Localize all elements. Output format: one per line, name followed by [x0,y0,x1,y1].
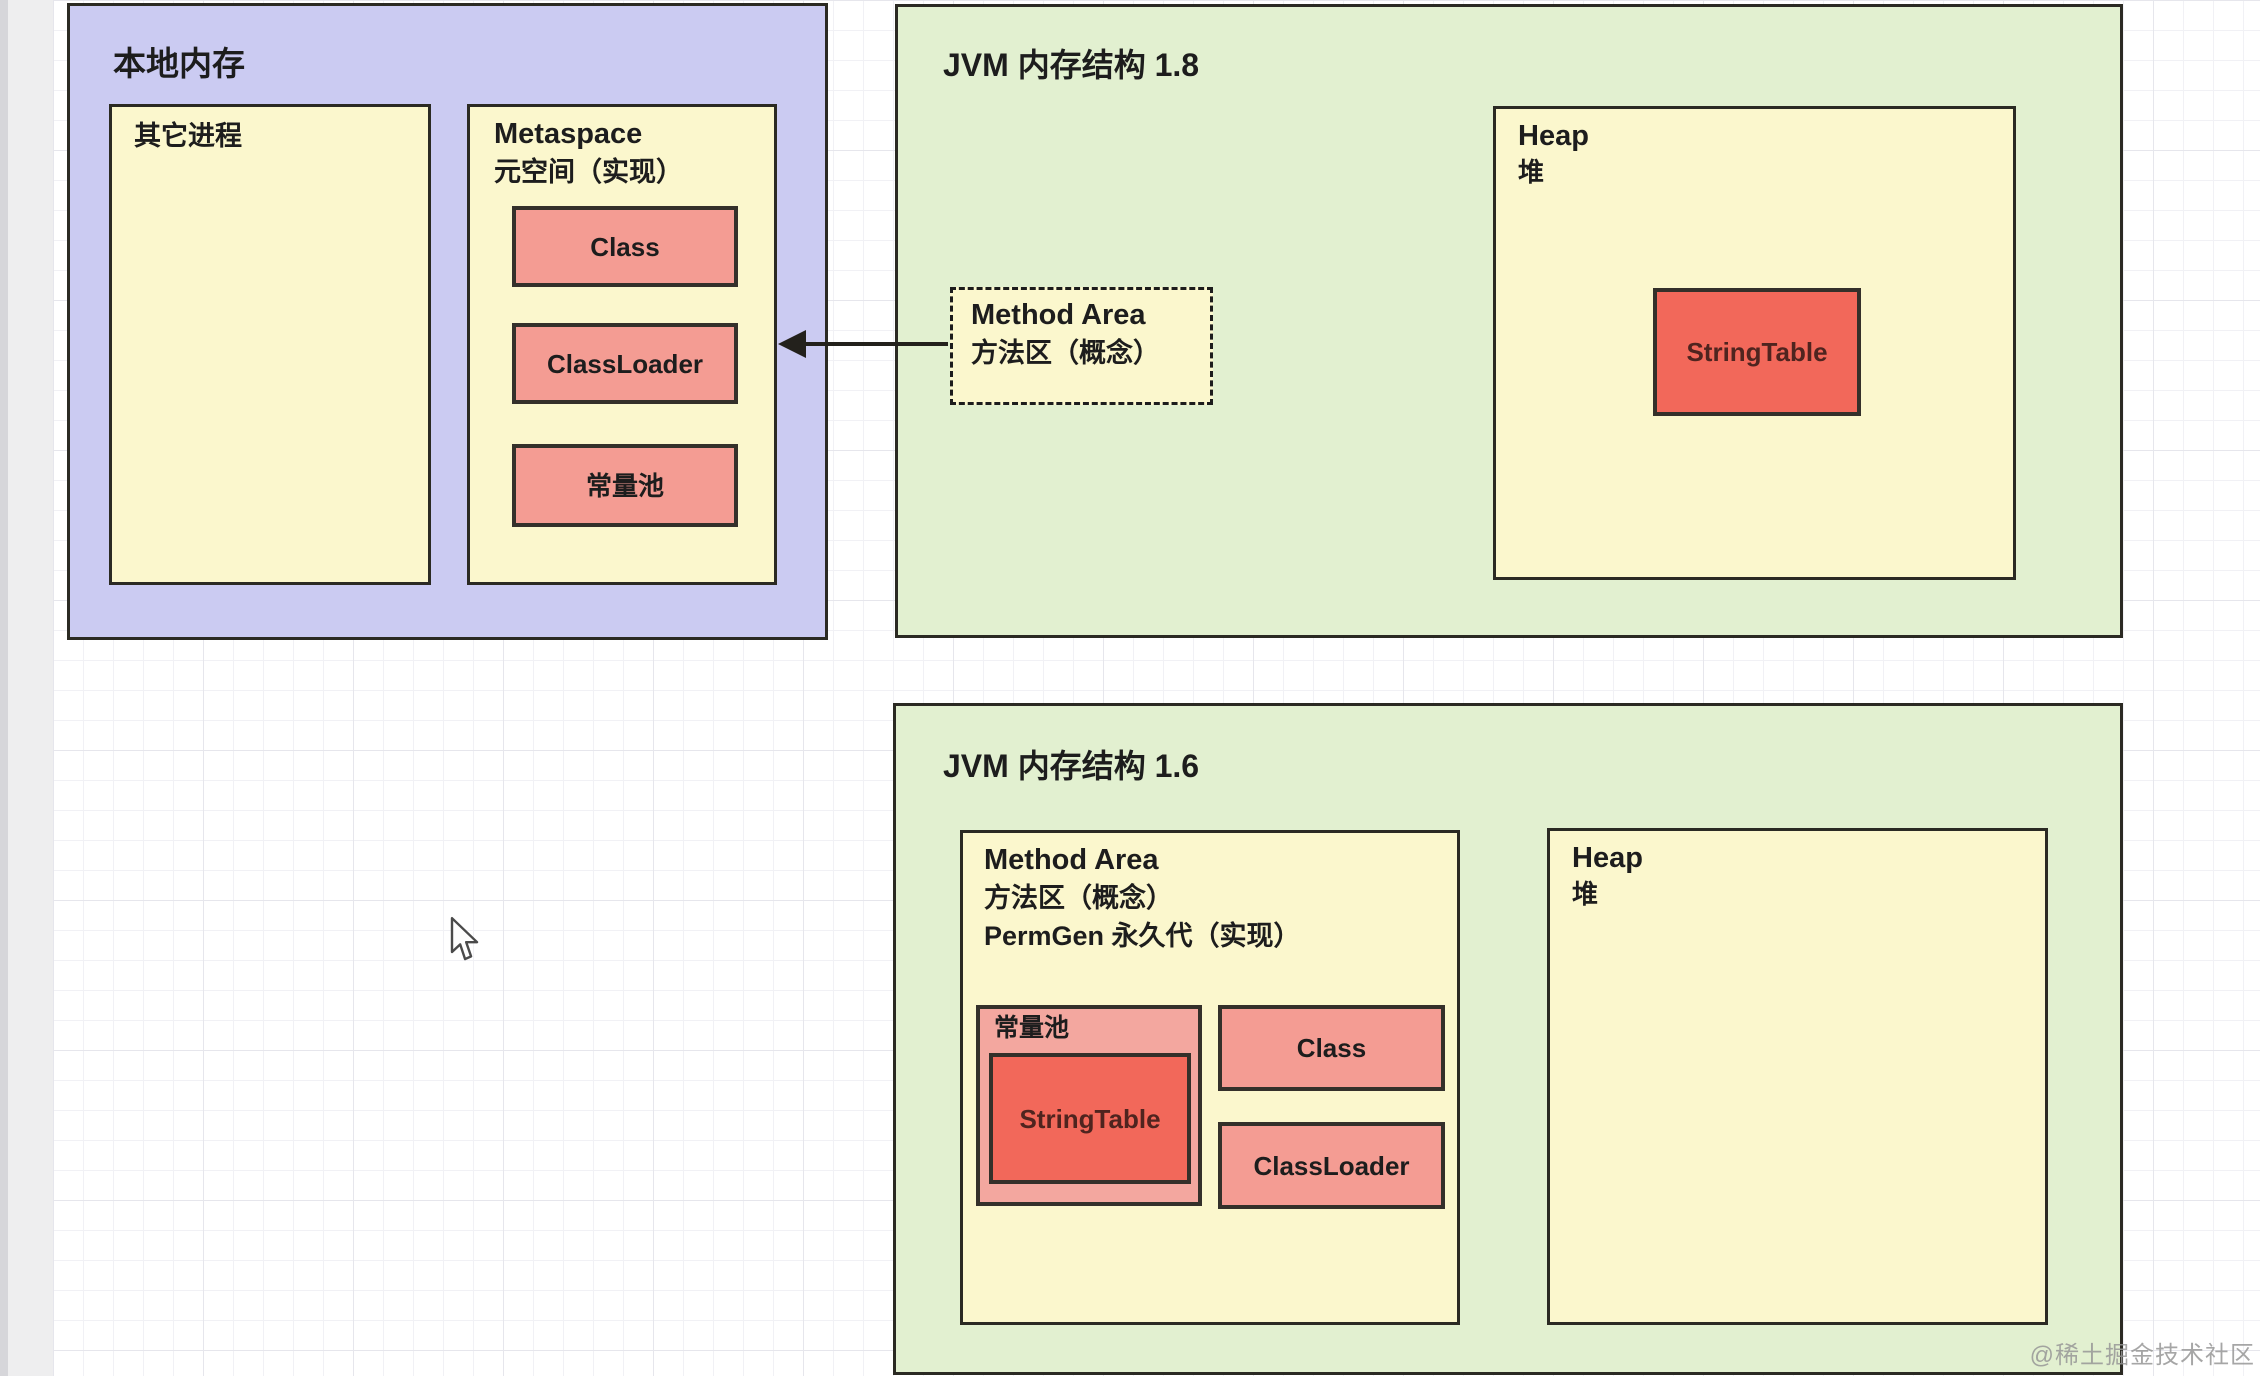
metaspace-class-box[interactable]: Class [512,206,738,287]
left-panel-edge [0,0,8,1376]
heap-1-6-title: Heap [1572,842,1643,874]
method-area-1-8-line1: Method Area [971,299,1146,331]
other-process-label: 其它进程 [134,121,242,151]
constant-pool-1-6-box[interactable]: 常量池 StringTable [976,1005,1202,1206]
stringtable-1-8-label: StringTable [1686,337,1828,367]
metaspace-constant-pool-label: 常量池 [585,470,664,501]
method-area-1-6-line2: 方法区（概念） [984,883,1173,913]
method-area-1-8-line2: 方法区（概念） [971,338,1160,368]
class-1-6-label: Class [1296,1033,1367,1063]
jvm-1-6-title: JVM 内存结构 1.6 [943,748,1200,784]
metaspace-subtitle: 元空间（实现） [494,157,683,187]
heap-1-8-box[interactable]: Heap 堆 StringTable [1493,106,2016,580]
jvm-1-8-title: JVM 内存结构 1.8 [943,47,1200,83]
method-area-1-6-line1: Method Area [984,844,1159,876]
heap-1-8-title: Heap [1518,120,1589,152]
stringtable-1-6-box[interactable]: StringTable [989,1053,1191,1184]
jvm-1-8-box[interactable]: JVM 内存结构 1.8 Method Area 方法区（概念） Heap 堆 … [895,4,2123,638]
heap-1-6-subtitle: 堆 [1572,879,1599,909]
jvm-1-6-box[interactable]: JVM 内存结构 1.6 Method Area 方法区（概念） PermGen… [893,703,2123,1375]
other-process-box[interactable]: 其它进程 [109,104,431,585]
classloader-1-6-box[interactable]: ClassLoader [1218,1122,1445,1209]
method-area-1-6-box[interactable]: Method Area 方法区（概念） PermGen 永久代（实现） 常量池 … [960,830,1460,1325]
method-area-to-metaspace-arrow-line[interactable] [801,342,948,346]
metaspace-box[interactable]: Metaspace 元空间（实现） Class ClassLoader 常量池 [467,104,777,585]
constant-pool-1-6-label: 常量池 [994,1014,1070,1042]
metaspace-class-label: Class [590,231,660,262]
metaspace-classloader-box[interactable]: ClassLoader [512,323,738,404]
class-1-6-box[interactable]: Class [1218,1005,1445,1091]
left-panel-strip [0,0,53,1376]
heap-1-8-subtitle: 堆 [1518,157,1545,187]
mouse-cursor-icon [450,916,479,961]
classloader-1-6-label: ClassLoader [1253,1150,1410,1181]
metaspace-constant-pool-box[interactable]: 常量池 [512,444,738,527]
watermark: @稀土掘金技术社区 [2029,1342,2255,1369]
method-area-1-8-box[interactable]: Method Area 方法区（概念） [950,287,1213,405]
method-area-1-6-line3: PermGen 永久代（实现） [984,921,1301,951]
local-memory-title: 本地内存 [113,45,245,82]
local-memory-box[interactable]: 本地内存 其它进程 Metaspace 元空间（实现） Class ClassL… [67,3,828,640]
heap-1-6-box[interactable]: Heap 堆 [1547,828,2048,1325]
metaspace-classloader-label: ClassLoader [546,348,704,379]
method-area-to-metaspace-arrow-head [778,330,806,358]
stringtable-1-6-label: StringTable [1019,1103,1161,1134]
metaspace-title: Metaspace [494,118,643,150]
stringtable-1-8-box[interactable]: StringTable [1653,288,1861,416]
